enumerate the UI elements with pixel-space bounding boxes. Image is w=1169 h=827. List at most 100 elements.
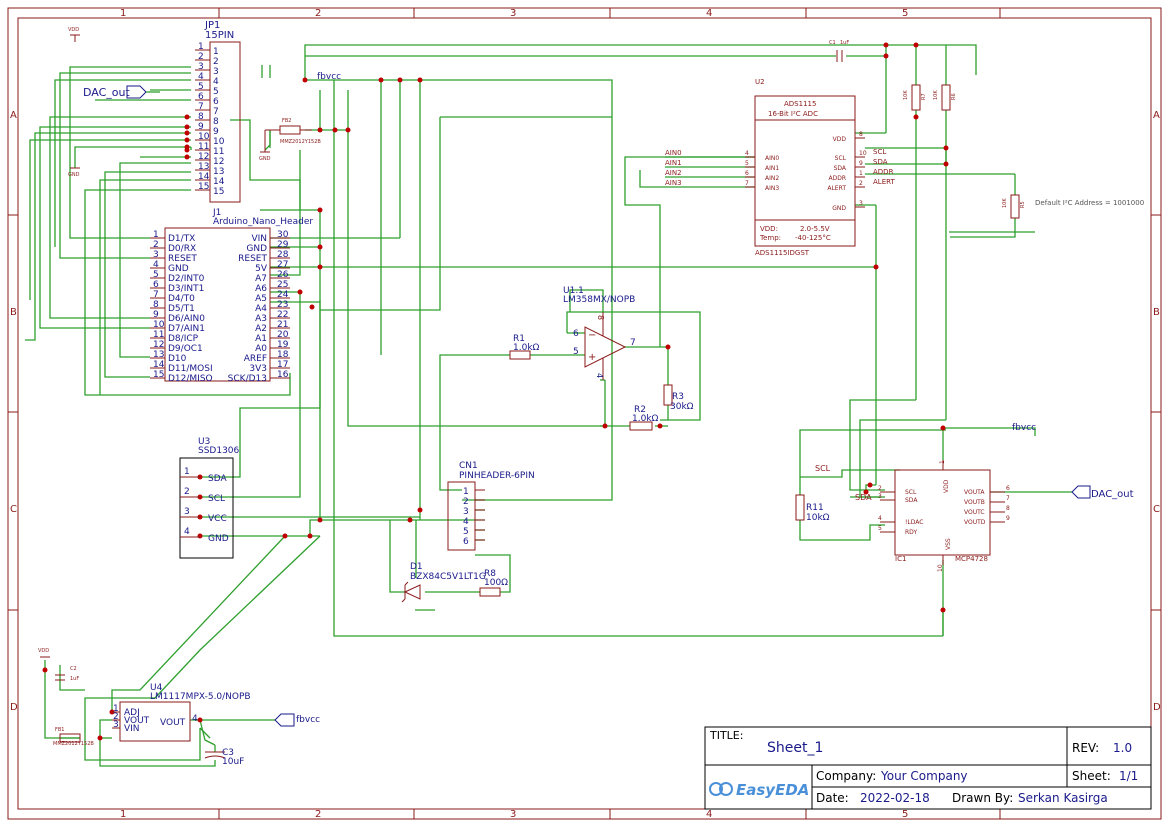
cn1-ref: CN1 [459, 461, 478, 471]
row-label-c-right: C [1153, 504, 1160, 515]
u2-right-pin-name: VDD [833, 136, 847, 143]
jp1-pin-num-left: 7 [198, 102, 204, 112]
c2-ref: C2 [70, 666, 77, 672]
r3-ref: R3 [672, 392, 684, 402]
j1-left-pin-num: 4 [153, 260, 159, 270]
company-label: Company: [816, 769, 876, 783]
u2-ads1115[interactable]: U2 ADS1115 16-Bit I²C ADC VDD: 2.0-5.5V … [745, 78, 867, 257]
cn1-pin-num: 1 [463, 487, 469, 497]
j1-right-pin-name: GND [246, 244, 267, 254]
jp1-ref: JP1 [204, 20, 220, 31]
u2-right-pin-num: 1 [859, 170, 863, 177]
j1-left-pin-name: D10 [168, 354, 187, 364]
rev-label: REV: [1072, 741, 1099, 755]
c3-value: 10uF [222, 757, 244, 767]
fbvcc-net-label-right: fbvcc [1012, 423, 1036, 433]
drawn-by-label: Drawn By: [952, 791, 1013, 805]
u4-pin-vout-right-num: 4 [192, 714, 198, 724]
row-label-d-right: D [1153, 702, 1161, 713]
u2-left-pin-num: 7 [745, 180, 749, 187]
j1-ref: J1 [212, 208, 221, 218]
u2-left-pin-name: AIN1 [765, 165, 779, 172]
u1-pin-vminus: 4 [595, 373, 604, 378]
title-value: Sheet_1 [767, 740, 823, 756]
row-label-a: A [10, 110, 17, 121]
alert-net-label: ALERT [873, 178, 895, 186]
jp1-pin-num-left: 15 [198, 182, 209, 192]
j1-right-pin-name: VIN [251, 234, 267, 244]
j1-left-pin-name: GND [168, 264, 189, 274]
j1-left-pin-name: D4/T0 [168, 294, 195, 304]
sda-net-label-ads: SDA [873, 158, 888, 166]
j1-right-pin-num: 16 [277, 370, 289, 380]
r8-ref: R8 [484, 569, 496, 579]
j1-name: Arduino_Nano_Header [213, 217, 313, 227]
jp1-pin-num-right: 2 [213, 57, 219, 67]
j1-left-pin-name: D2/INT0 [168, 274, 205, 284]
r-pullup-scl[interactable]: 10K R7 [903, 84, 927, 111]
u3-pin-name: GND [208, 534, 229, 544]
r11-resistor[interactable]: R11 10kΩ [795, 494, 830, 523]
c3-capacitor[interactable]: C3 10uF [204, 748, 244, 767]
j1-right-pin-num: 22 [277, 310, 288, 320]
fb1-value: MMZ2012Y152B [53, 741, 94, 747]
fb1-ferrite[interactable]: FB1 MMZ2012Y152B [53, 727, 94, 747]
r6-value: 10K [933, 90, 939, 100]
jp1-pin-num-right: 15 [213, 187, 224, 197]
j1-right-pin-num: 30 [277, 230, 289, 240]
ic1-left-pin-name: !LDAC [905, 519, 923, 526]
j1-right-pin-name: A1 [255, 334, 267, 344]
jp1-pin-num-right: 9 [213, 127, 219, 137]
u2-name: ADS1115 [784, 100, 816, 108]
c1-capacitor[interactable]: C1 1uF [829, 40, 849, 62]
jp1-pin-num-right: 6 [213, 97, 219, 107]
ic1-left-pin-num: 2 [878, 485, 882, 492]
sda-net-label-dac: SDA [855, 493, 872, 502]
fb2-ferrite[interactable]: FB2 MMZ2012Y152B GND [259, 118, 321, 162]
u2-vdd-range: 2.0-5.5V [800, 225, 830, 233]
sheet-value: 1/1 [1119, 769, 1138, 783]
ic1-mcp4728[interactable]: IC1 MCP4728 1 VDD 10 VSS 2SCL3SDA4!LDAC5… [878, 460, 1010, 572]
vdd-symbol-bottom: VDD [38, 648, 50, 658]
row-label-a-right: A [1153, 110, 1160, 121]
jp1-pin-num-left: 6 [198, 92, 204, 102]
u1-opamp[interactable]: − + U1.1 LM358MX/NOPB 6 5 7 8 4 [563, 286, 636, 380]
d1-zener[interactable]: D1 BZX84C5V1LT1G [401, 562, 486, 603]
c2-capacitor[interactable]: C2 1uF [55, 666, 79, 682]
r3-resistor[interactable]: R3 30kΩ [663, 384, 694, 412]
r1-resistor[interactable]: R1 1.0kΩ [509, 334, 540, 360]
u2-right-pin-num: 9 [859, 160, 863, 167]
u4-pin-num: 3 [113, 720, 119, 730]
ain1-net-label: AIN1 [665, 159, 682, 167]
j1-left-pin-name: D8/ICP [168, 334, 199, 344]
u4-ref: U4 [150, 683, 163, 693]
ic1-left-pin-num: 3 [878, 493, 882, 500]
r-addr[interactable]: 10K R5 [1002, 194, 1026, 219]
j1-right-pin-num: 27 [277, 260, 288, 270]
col-label-4-bottom: 4 [706, 809, 712, 820]
u4-pin-name: ADJ [124, 708, 140, 718]
j1-left-pin-name: D11/MOSI [168, 364, 213, 374]
col-label-3: 3 [510, 8, 516, 19]
scl-net-label-dac: SCL [815, 464, 831, 473]
j1-right-pin-num: 21 [277, 320, 288, 330]
j1-left-pin-num: 14 [153, 360, 165, 370]
u2-right-pin-name: SDA [834, 165, 847, 172]
j1-left-pin-name: D6/AIN0 [168, 314, 205, 324]
fbvcc-flag-bottom: fbvcc [274, 713, 320, 727]
vdd-label-bottom: VDD [38, 648, 49, 654]
row-label-d: D [10, 702, 18, 713]
u1-minus-sign: − [588, 330, 596, 341]
r2-resistor[interactable]: R2 1.0kΩ [629, 405, 659, 431]
j1-left-pin-num: 5 [153, 270, 159, 280]
fb2-gnd: GND [259, 156, 271, 162]
u2-right-pin-name: ADDR [828, 175, 846, 182]
r8-resistor[interactable]: R8 100Ω [479, 569, 508, 597]
r-pullup-sda[interactable]: 10K R6 [933, 84, 957, 111]
row-label-b: B [10, 307, 17, 318]
